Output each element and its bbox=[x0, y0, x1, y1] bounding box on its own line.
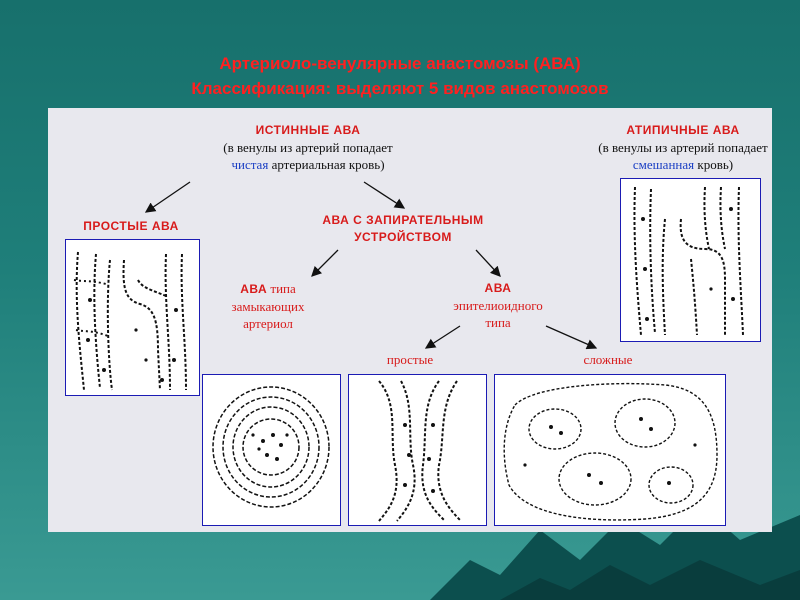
true-ava-desc-line2: чистая артериальная кровь) bbox=[178, 156, 438, 173]
true-ava-highlight: чистая bbox=[231, 157, 269, 172]
true-ava-desc-line1: (в венулы из артерий попадает bbox=[223, 140, 393, 155]
simple-label: простые bbox=[386, 352, 434, 367]
closing-arteriole-line1: АВА bbox=[240, 282, 268, 296]
epithelioid-line1: АВА bbox=[484, 281, 512, 295]
atypical-ava-illustration bbox=[620, 178, 761, 342]
locking-ava-node: АВА С ЗАПИРАТЕЛЬНЫМ УСТРОЙСТВОМ bbox=[288, 212, 518, 246]
closing-arteriole-node: АВА типа замыкающих артериол bbox=[218, 280, 318, 332]
true-ava-title: ИСТИННЫЕ АВА bbox=[255, 123, 361, 137]
atypical-ava-node: АТИПИЧНЫЕ АВА (в венулы из артерий попад… bbox=[594, 122, 772, 173]
atypical-ava-desc-line1: (в венулы из артерий попадает bbox=[598, 140, 768, 155]
arrow-locking-to-closing bbox=[311, 249, 339, 277]
atypical-ava-desc-line2: смешанная кровь) bbox=[594, 156, 772, 173]
atypical-ava-desc-rest: кровь) bbox=[694, 157, 734, 172]
closing-arteriole-line3: замыкающих bbox=[231, 299, 305, 314]
arrow-true-to-simple bbox=[144, 181, 191, 213]
epithelioid-line2: эпителиоидного bbox=[453, 298, 543, 313]
true-ava-desc-rest: артериальная кровь) bbox=[268, 157, 385, 172]
slide-title-line-2: Классификация: выделяют 5 видов анастомо… bbox=[191, 79, 609, 98]
epithelioid-node: АВА эпителиоидного типа bbox=[428, 280, 568, 331]
simple-ava-illustration bbox=[65, 239, 200, 396]
arrow-true-to-locking bbox=[363, 181, 406, 209]
arrow-epithelioid-to-complex bbox=[545, 325, 598, 350]
locking-ava-line1: АВА С ЗАПИРАТЕЛЬНЫМ bbox=[322, 213, 484, 227]
closing-arteriole-illustration bbox=[202, 374, 341, 526]
epithelioid-line3: типа bbox=[485, 315, 511, 330]
arrow-locking-to-epithelioid bbox=[475, 249, 501, 277]
arrow-epithelioid-to-simple bbox=[424, 325, 461, 349]
complex-label: сложные bbox=[583, 352, 633, 367]
true-ava-node: ИСТИННЫЕ АВА (в венулы из артерий попада… bbox=[178, 122, 438, 173]
diagram-arrows bbox=[144, 181, 598, 350]
closing-arteriole-line4: артериол bbox=[243, 316, 293, 331]
atypical-ava-highlight: смешанная bbox=[632, 157, 695, 172]
atypical-ava-title: АТИПИЧНЫЕ АВА bbox=[626, 123, 740, 137]
complex-epithelioid-illustration bbox=[494, 374, 726, 526]
diagram-panel: ИСТИННЫЕ АВА (в венулы из артерий попада… bbox=[48, 108, 772, 532]
slide-title-line-1: Артериоло-венулярные анастомозы (АВА) bbox=[219, 54, 581, 73]
simple-epithelioid-illustration bbox=[348, 374, 487, 526]
locking-ava-line2: УСТРОЙСТВОМ bbox=[354, 230, 452, 244]
simple-ava-title: ПРОСТЫЕ АВА bbox=[83, 219, 179, 233]
closing-arteriole-line2: типа bbox=[270, 281, 296, 296]
